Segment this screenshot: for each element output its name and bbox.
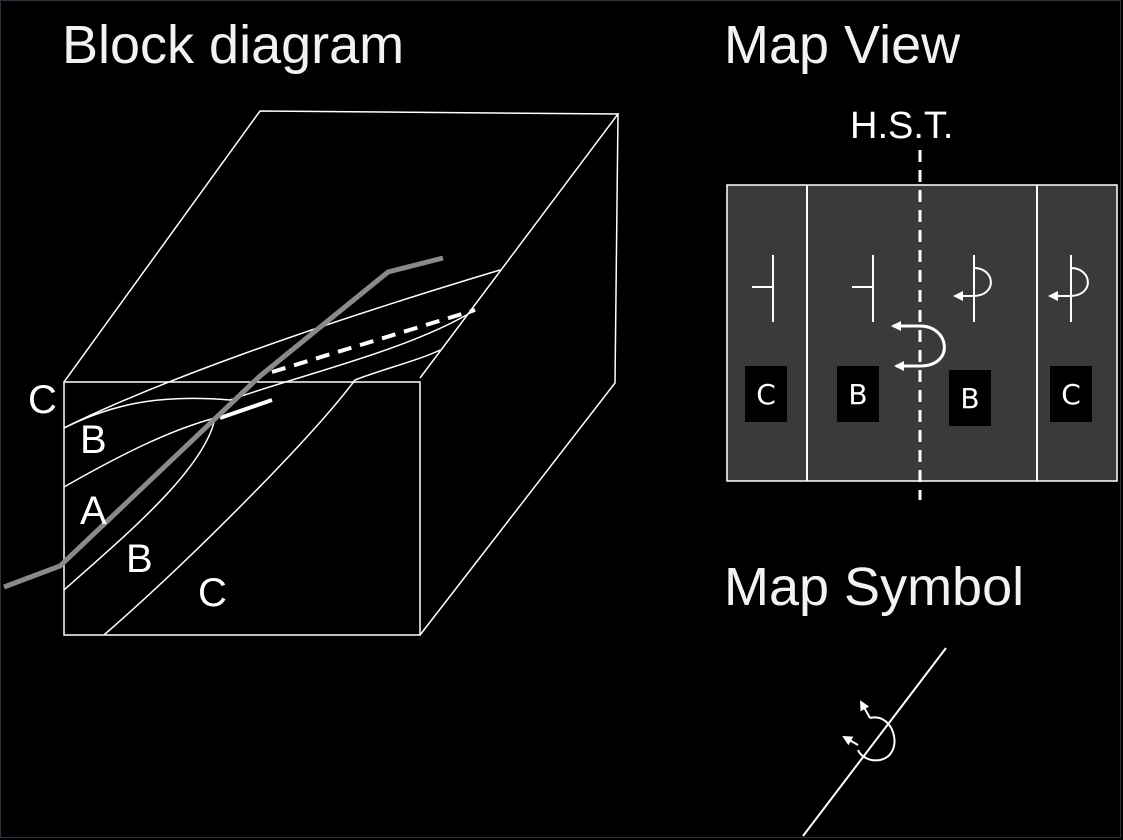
label-c-lower: C: [198, 571, 227, 615]
map-view-title: Map View: [724, 15, 961, 75]
map-view: H.S.T.: [726, 105, 1118, 500]
map-unit-c-left: C: [745, 366, 787, 422]
label-b-upper: B: [80, 418, 107, 462]
bedding-symbols: [752, 255, 1089, 371]
contact-b-c-front: [103, 379, 356, 636]
block-front-face: [63, 381, 421, 636]
block-labels: C B A B C: [28, 378, 227, 615]
contact-top-upper: [63, 269, 501, 429]
contact-b-a-front: [63, 417, 216, 488]
hinge-line-front: [219, 398, 273, 420]
map-symbol-curve: [857, 716, 896, 762]
map-symbol-title: Map Symbol: [724, 557, 1025, 617]
contact-a-b-front: [63, 417, 216, 591]
map-symbol: [802, 647, 947, 837]
block-diagram: [3, 110, 620, 636]
map-frame: [726, 184, 1118, 482]
map-unit-b-left: B: [837, 366, 879, 422]
contact-top-lower: [354, 349, 441, 381]
hinge-line-hidden: [271, 308, 476, 374]
label-a-core: A: [80, 489, 107, 533]
map-unit-c-right: C: [1050, 366, 1092, 422]
map-symbol-axis: [802, 647, 947, 837]
label-b-lower: B: [126, 537, 153, 581]
block-diagram-title: Block diagram: [62, 15, 405, 75]
map-axis-label: H.S.T.: [850, 105, 953, 147]
fold-axis-trace: [3, 255, 444, 590]
contact-top-mid: [229, 309, 476, 401]
label-c-top: C: [28, 378, 57, 422]
block-top-face: [63, 110, 620, 383]
block-right-face: [419, 113, 619, 636]
map-unit-b-right: B: [949, 370, 991, 426]
